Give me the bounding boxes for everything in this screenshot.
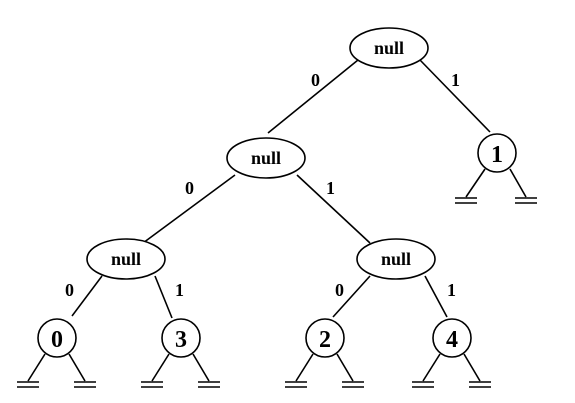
leaf-node-left-1: 3 (161, 318, 201, 358)
leaf-node-left-0-label: 0 (51, 327, 63, 353)
level1-edge-1-label: 1 (326, 178, 335, 198)
right-internal-edge-1-label: 1 (447, 280, 456, 300)
root-node-label: null (374, 38, 404, 58)
leaf-nodes: 1 0 3 2 4 (37, 133, 517, 358)
edge-root-right (419, 59, 491, 133)
left-internal-edge-1-label: 1 (175, 280, 184, 300)
null-pointer-symbols (17, 168, 537, 388)
edges (71, 59, 491, 319)
ground-icon (455, 168, 486, 204)
level1-node-label: null (251, 148, 281, 168)
ground-icon (192, 353, 220, 388)
edge-left-internal-left (71, 275, 103, 317)
left-internal-node-label: null (111, 249, 141, 269)
right-internal-node-label: null (381, 249, 411, 269)
edge-left-internal-right (154, 275, 173, 319)
ground-icon (285, 353, 314, 388)
level1-node: null (226, 137, 306, 179)
ground-icon (68, 353, 96, 388)
level1-edge-0-label: 0 (185, 178, 194, 198)
leaf-node-right-1-label: 4 (446, 327, 458, 353)
root-node: null (349, 27, 429, 69)
root-edge-0-label: 0 (311, 70, 320, 90)
edge-right-internal-left (332, 275, 371, 318)
edge-root-left (267, 59, 359, 134)
leaf-node-root-right-label: 1 (491, 142, 503, 168)
leaf-node-left-1-label: 3 (175, 327, 187, 353)
internal-nodes: null null null null (86, 27, 436, 280)
ground-icon (336, 353, 364, 388)
ground-icon (509, 168, 537, 204)
root-edge-1-label: 1 (451, 70, 460, 90)
ground-icon (412, 353, 441, 388)
leaf-node-root-right: 1 (477, 133, 517, 173)
ground-icon (463, 353, 491, 388)
edge-level1-left (142, 174, 236, 244)
left-internal-edge-0-label: 0 (65, 280, 74, 300)
edge-level1-right (296, 174, 371, 244)
leaf-node-right-1: 4 (432, 318, 472, 358)
leaf-node-left-0: 0 (37, 318, 77, 358)
ground-icon (141, 353, 170, 388)
edge-right-internal-right (424, 275, 448, 318)
leaf-node-right-0: 2 (305, 318, 345, 358)
right-internal-node: null (356, 238, 436, 280)
ground-icon (17, 353, 46, 388)
right-internal-edge-0-label: 0 (335, 280, 344, 300)
edge-labels: 0 1 0 1 0 1 0 1 (65, 70, 460, 300)
leaf-node-right-0-label: 2 (319, 327, 331, 353)
left-internal-node: null (86, 238, 166, 280)
